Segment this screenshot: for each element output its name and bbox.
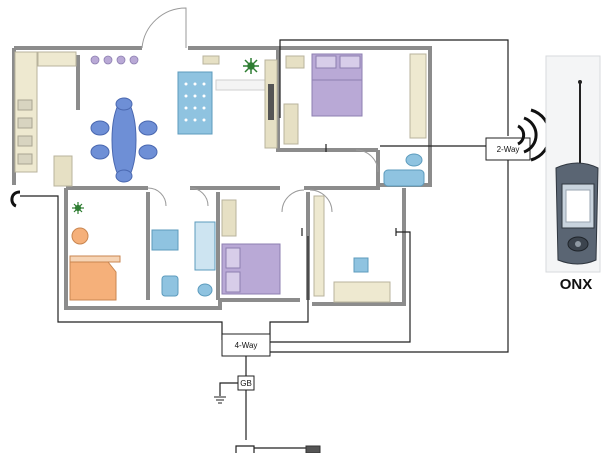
toilet-icon: [161, 275, 179, 297]
splitter-4way-label: 4-Way: [235, 341, 258, 350]
desk: [283, 103, 299, 145]
floor-plan: [12, 46, 432, 310]
wardrobe: [409, 53, 427, 139]
cable-4way-right: [269, 236, 309, 340]
cable-entry-curl: [10, 190, 21, 208]
cable-4way-left: [20, 195, 223, 340]
splitter-4way: 4-Way: [221, 333, 271, 357]
ground-block-label: GB: [240, 379, 252, 388]
cabinet: [151, 229, 179, 251]
ground-block: GB: [237, 375, 255, 391]
chair: [353, 257, 369, 273]
handheld-meter-icon: [545, 55, 601, 273]
cable-gb-ground: [219, 382, 238, 396]
wall-bedroom-top: [276, 48, 378, 152]
ground-symbol-icon: [214, 396, 226, 404]
cable-wiring: [20, 39, 509, 453]
bottom-device: [305, 445, 321, 453]
door-arc-icon: [355, 149, 379, 173]
cable-bottom: [235, 445, 255, 453]
stools: [90, 55, 139, 65]
shelf: [313, 195, 325, 297]
sofa-icon: [333, 281, 391, 303]
dresser: [221, 199, 237, 237]
door-arc-icon: [141, 7, 187, 49]
sink-icon: [197, 283, 213, 297]
side-table: [71, 227, 89, 245]
living-room-furniture: [177, 55, 278, 149]
kitchen: [14, 51, 77, 187]
bed-icon: [221, 243, 281, 295]
wall-bath-top: [330, 150, 380, 190]
nightstand: [285, 55, 305, 69]
doors: [141, 7, 379, 213]
door-arc-icon: [189, 187, 209, 207]
cable-2way-down: [270, 160, 509, 353]
plant-icon: [72, 202, 84, 214]
bed-icon: [311, 53, 363, 117]
cable-4way-far-right: [270, 231, 411, 343]
outer-wall-lower-right: [220, 188, 406, 306]
meter-name-label: ONX: [560, 276, 593, 293]
door-arc-icon: [309, 189, 333, 213]
door-arc-icon: [147, 187, 167, 207]
plant-icon: [243, 58, 259, 74]
outer-wall-lower-left: [64, 188, 222, 310]
cable-2way-top-loop: [279, 39, 509, 136]
splitter-2way-label: 2-Way: [497, 145, 520, 154]
door-arc-icon: [281, 189, 305, 213]
dining-table-icon: [90, 97, 158, 183]
bed-icon: [69, 255, 121, 301]
shower: [194, 221, 216, 271]
bathtub-icon: [383, 169, 425, 187]
sink-icon: [405, 153, 423, 167]
